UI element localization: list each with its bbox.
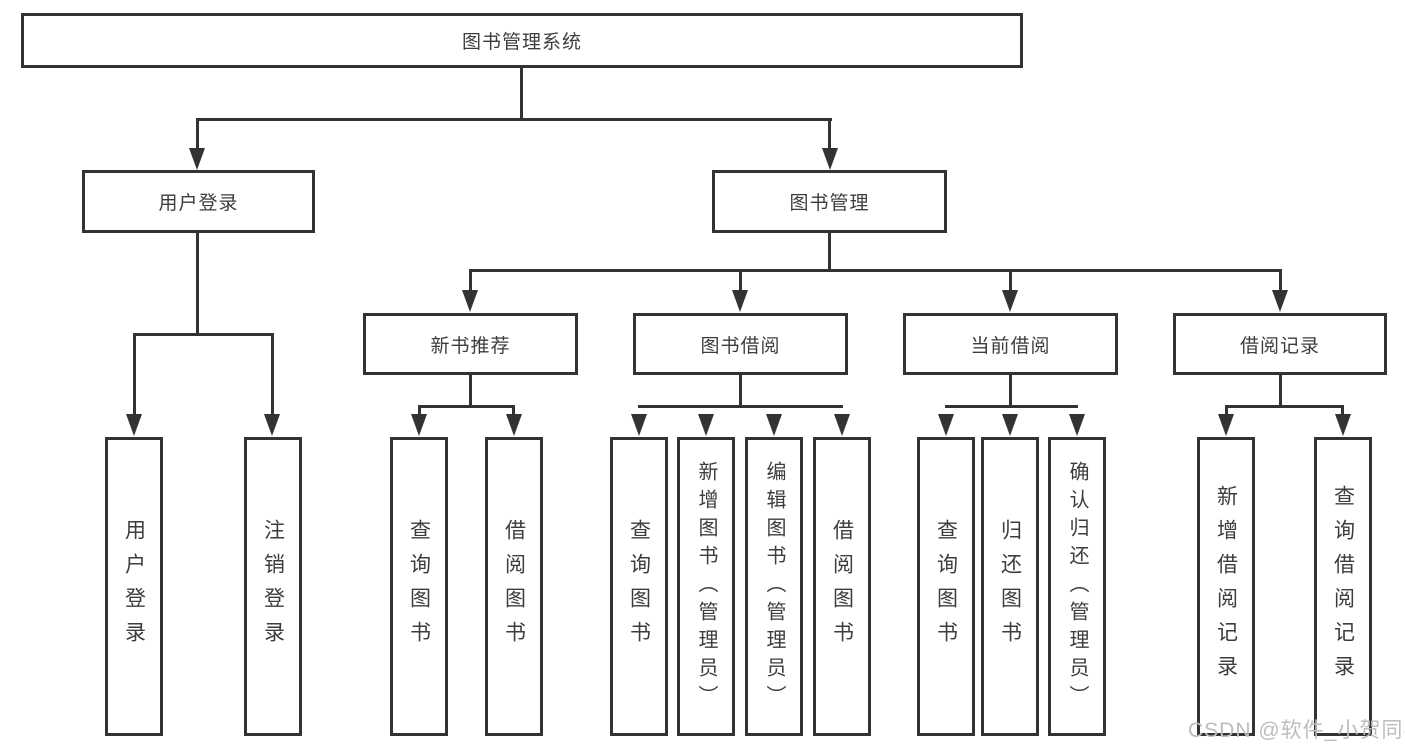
csdn-watermark: CSDN @软件_小贺同学 (1188, 719, 1405, 742)
node-book-management: 图书管理 (712, 170, 947, 233)
leaf-borrow-query-book: 查询图书 (610, 437, 668, 736)
arrow-down-icon (189, 148, 205, 170)
leaf-borrow-add-book-admin-label: 新增图书（管理员） (695, 460, 717, 713)
node-borrow-records: 借阅记录 (1173, 313, 1387, 375)
arrow-down-icon (1335, 414, 1351, 436)
leaf-borrow-query-book-label: 查询图书 (627, 518, 651, 655)
connector-line (469, 269, 472, 294)
leaf-records-add-record-label: 新增借阅记录 (1214, 484, 1238, 689)
leaf-recommend-query-book-label: 查询图书 (407, 518, 431, 655)
connector-line (196, 118, 199, 152)
connector-line (133, 333, 274, 336)
node-new-book-recommend-label: 新书推荐 (430, 335, 511, 357)
node-user-login-label: 用户登录 (158, 193, 239, 214)
leaf-recommend-query-book: 查询图书 (390, 437, 448, 736)
arrow-down-icon (1002, 290, 1018, 312)
leaf-current-query-book-label: 查询图书 (934, 518, 958, 655)
leaf-borrow-edit-book-admin: 编辑图书（管理员） (745, 437, 803, 736)
connector-line (1009, 375, 1012, 407)
connector-line (512, 405, 515, 418)
leaf-logout: 注销登录 (244, 437, 302, 736)
leaf-records-add-record: 新增借阅记录 (1197, 437, 1255, 736)
node-book-management-label: 图书管理 (789, 193, 870, 214)
connector-line (828, 118, 831, 152)
arrow-down-icon (1002, 414, 1018, 436)
node-current-borrow: 当前借阅 (903, 313, 1118, 375)
arrow-down-icon (1218, 414, 1234, 436)
leaf-current-confirm-return-admin-label: 确认归还（管理员） (1066, 460, 1088, 713)
node-new-book-recommend: 新书推荐 (363, 313, 578, 375)
leaf-borrow-add-book-admin: 新增图书（管理员） (677, 437, 735, 736)
connector-line (739, 375, 742, 407)
connector-line (271, 333, 274, 418)
leaf-recommend-borrow-book-label: 借阅图书 (502, 518, 526, 655)
connector-line (1225, 405, 1228, 418)
leaf-borrow-borrow-book: 借阅图书 (813, 437, 871, 736)
connector-line (469, 269, 1282, 272)
arrow-down-icon (264, 414, 280, 436)
arrow-down-icon (834, 414, 850, 436)
connector-line (945, 405, 1078, 408)
connector-line (1225, 405, 1344, 408)
connector-line (196, 118, 832, 121)
node-book-borrow-label: 图书借阅 (700, 335, 781, 357)
arrow-down-icon (732, 290, 748, 312)
connector-line (133, 333, 136, 418)
node-book-borrow: 图书借阅 (633, 313, 848, 375)
arrow-down-icon (938, 414, 954, 436)
leaf-user-login-label: 用户登录 (122, 518, 146, 655)
arrow-down-icon (631, 414, 647, 436)
arrow-down-icon (1069, 414, 1085, 436)
leaf-borrow-borrow-book-label: 借阅图书 (830, 518, 854, 655)
connector-line (418, 405, 421, 418)
connector-line (1279, 269, 1282, 294)
leaf-current-return-book: 归还图书 (981, 437, 1039, 736)
connector-line (828, 233, 831, 271)
connector-line (469, 375, 472, 407)
arrow-down-icon (411, 414, 427, 436)
arrow-down-icon (506, 414, 522, 436)
connector-line (1009, 269, 1012, 294)
connector-line (418, 405, 515, 408)
connector-line (196, 233, 199, 335)
arrow-down-icon (766, 414, 782, 436)
connector-line (1279, 375, 1282, 407)
connector-line (520, 68, 523, 120)
leaf-current-confirm-return-admin: 确认归还（管理员） (1048, 437, 1106, 736)
leaf-logout-label: 注销登录 (261, 518, 285, 655)
leaf-borrow-edit-book-admin-label: 编辑图书（管理员） (763, 460, 785, 713)
node-borrow-records-label: 借阅记录 (1239, 335, 1320, 357)
node-user-login: 用户登录 (82, 170, 315, 233)
leaf-current-return-book-label: 归还图书 (998, 518, 1022, 655)
connector-line (638, 405, 843, 408)
arrow-down-icon (822, 148, 838, 170)
arrow-down-icon (462, 290, 478, 312)
leaf-user-login: 用户登录 (105, 437, 163, 736)
leaf-records-query-record: 查询借阅记录 (1314, 437, 1372, 736)
leaf-current-query-book: 查询图书 (917, 437, 975, 736)
node-current-borrow-label: 当前借阅 (970, 335, 1051, 357)
connector-line (739, 269, 742, 294)
connector-line (1341, 405, 1344, 418)
leaf-records-query-record-label: 查询借阅记录 (1331, 484, 1355, 689)
node-root: 图书管理系统 (21, 13, 1023, 68)
node-root-label: 图书管理系统 (461, 32, 582, 53)
arrow-down-icon (126, 414, 142, 436)
arrow-down-icon (1272, 290, 1288, 312)
leaf-recommend-borrow-book: 借阅图书 (485, 437, 543, 736)
arrow-down-icon (698, 414, 714, 436)
